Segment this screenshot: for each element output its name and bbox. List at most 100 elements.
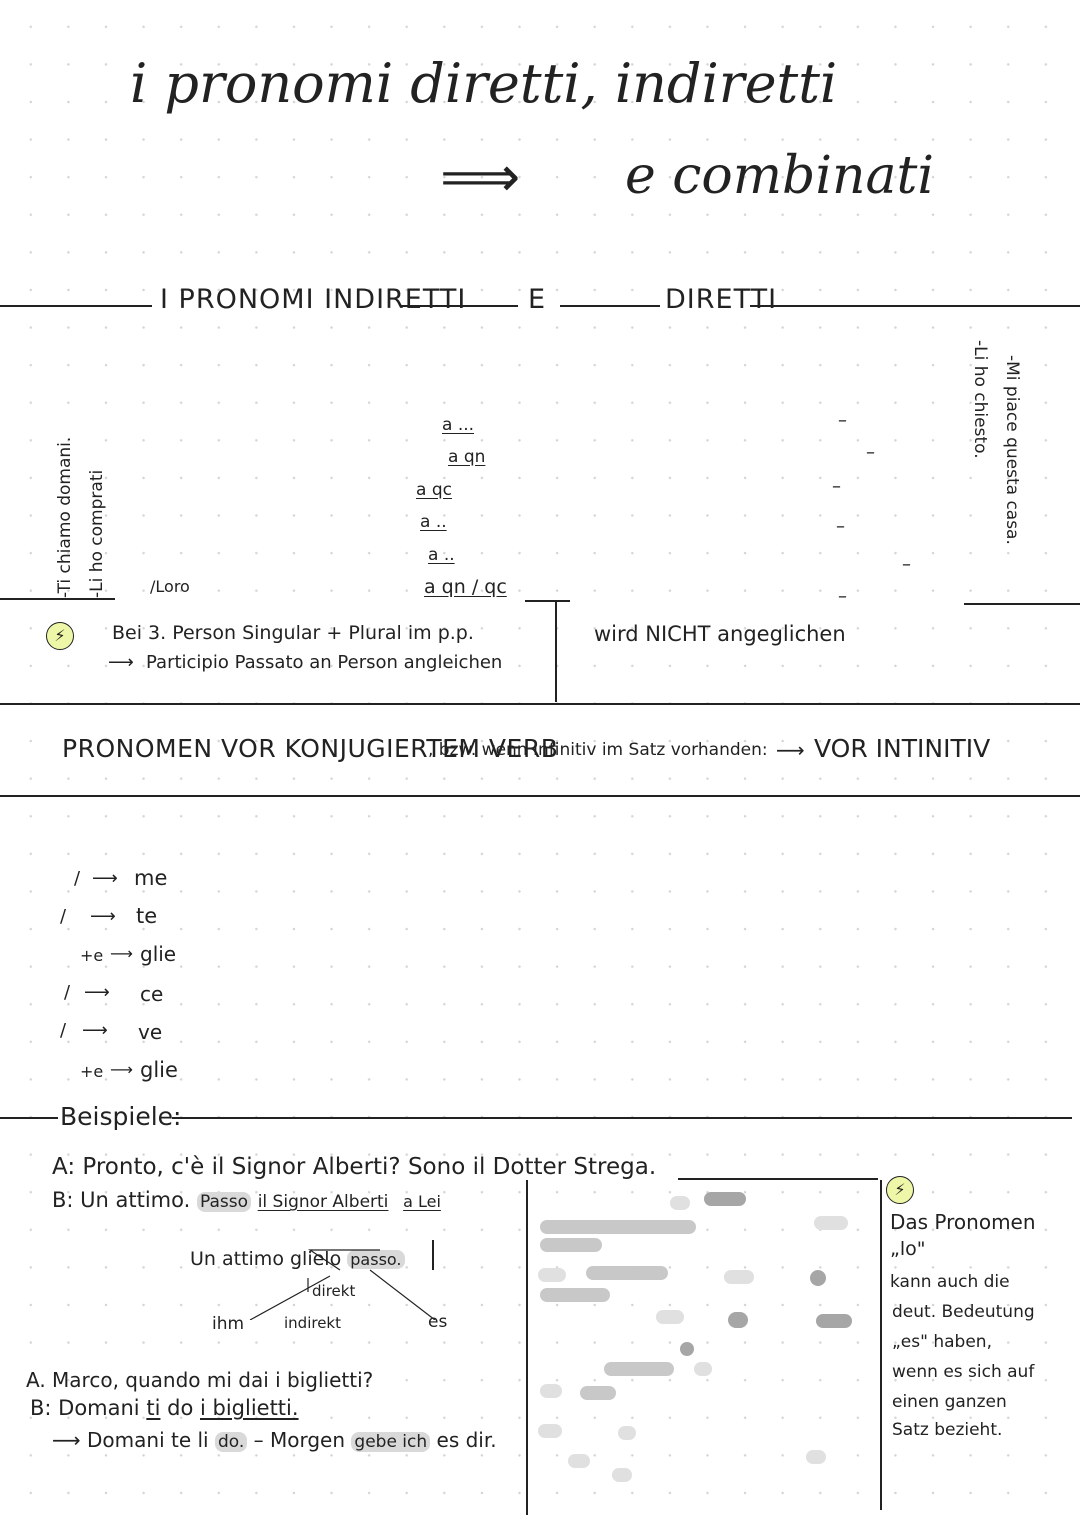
- combined-to: ve: [138, 1020, 163, 1044]
- divider: [964, 603, 1080, 605]
- side-note-line: Satz bezieht.: [892, 1420, 1003, 1440]
- example-a1: A: Pronto, c'è il Signor Alberti? Sono i…: [52, 1154, 657, 1180]
- side-note-line: „lo": [890, 1238, 926, 1260]
- direct-dash: –: [832, 476, 841, 497]
- note-arrow-icon: ⟶: [108, 652, 134, 673]
- indirect-form: a ..: [420, 512, 447, 532]
- combo-passo: passo.: [347, 1250, 405, 1269]
- page-title: i pronomi diretti, indiretti: [130, 52, 838, 115]
- rotated-example-left-2: -Li ho comprati: [87, 469, 107, 598]
- divider: [0, 305, 152, 307]
- examples-heading: Beispiele:: [60, 1102, 182, 1131]
- arrow-icon: ⟶: [52, 1428, 81, 1452]
- example-c2-mid: – Morgen: [253, 1428, 346, 1452]
- direct-dash: –: [902, 554, 911, 575]
- note-direct-not: wird NICHT angeglichen: [594, 622, 846, 646]
- divider: [560, 305, 660, 307]
- rule-end: VOR INTINITIV: [814, 734, 991, 763]
- rotated-example-right-2: -Li ho chiesto.: [970, 340, 990, 459]
- example-b2: B: Domani ti do i biglietti.: [30, 1396, 299, 1420]
- example-c2-pre: Domani te li: [87, 1428, 209, 1452]
- combined-arrow-icon: ⟶: [92, 868, 118, 889]
- rotated-example-right-1: -Mi piace questa casa.: [1002, 355, 1022, 545]
- combo-example: Un attimo glielo passo.: [190, 1248, 405, 1270]
- side-note-line: Das Pronomen: [890, 1210, 1036, 1234]
- divider: [0, 598, 115, 600]
- example-c2-end: es dir.: [436, 1428, 497, 1452]
- side-note-line: deut. Bedeutung: [892, 1302, 1035, 1322]
- lightning-icon: ⚡: [46, 622, 74, 650]
- label-ihm: ihm: [212, 1314, 245, 1334]
- lightning-icon: ⚡: [886, 1176, 914, 1204]
- header-indirect: I PRONOMI INDIRETTI: [160, 284, 467, 315]
- box-right-line: [880, 1180, 882, 1510]
- example-b1-lei: a Lei: [403, 1192, 441, 1211]
- example-b1: B: Un attimo. Passo il Signor Alberti a …: [52, 1188, 441, 1212]
- indirect-form: a ...: [442, 415, 475, 435]
- header-direct: DIRETTI: [665, 284, 778, 315]
- divider: [0, 703, 1080, 705]
- direct-dash: –: [836, 516, 845, 537]
- example-b2-obj: i biglietti.: [199, 1396, 299, 1420]
- note-participio: Participio Passato an Person angleichen: [146, 652, 503, 673]
- combined-arrow-icon: ⟶: [90, 906, 116, 927]
- direct-dash: –: [866, 442, 875, 463]
- combined-to: glie: [140, 1058, 178, 1082]
- indirect-form: a qn / qc: [424, 576, 507, 598]
- example-b2-pre: B: Domani: [30, 1396, 140, 1420]
- title-arrow-icon: ⟹: [440, 145, 521, 210]
- divider: [750, 305, 1080, 307]
- combined-to: glie: [140, 942, 177, 966]
- rotated-example-left-1: -Ti chiamo domani.: [55, 436, 75, 598]
- indirect-form: a qc: [416, 480, 452, 500]
- combined-from: +e: [80, 946, 104, 965]
- combined-from: /: [60, 1020, 67, 1041]
- combined-from: /: [60, 906, 67, 927]
- example-c2-do: do.: [214, 1432, 248, 1452]
- header-e: E: [528, 284, 546, 315]
- divider: [678, 1178, 878, 1180]
- side-note-line: wenn es sich auf: [892, 1362, 1035, 1382]
- table-divider: [555, 600, 557, 702]
- box-left-line: [526, 1180, 528, 1515]
- combo-pre: Un attimo: [190, 1248, 284, 1270]
- loro-label: /Loro: [150, 577, 190, 596]
- indirect-form: a qn: [448, 447, 486, 467]
- example-b1-obj: il Signor Alberti: [257, 1192, 389, 1212]
- combo-glielo: glielo: [290, 1248, 342, 1270]
- combined-to: ce: [140, 982, 164, 1006]
- example-a2: A. Marco, quando mi dai i biglietti?: [26, 1368, 374, 1392]
- label-indirekt: indirekt: [284, 1314, 341, 1332]
- combined-from: /: [74, 868, 81, 889]
- combined-from: +e: [80, 1062, 104, 1081]
- label-direkt: direkt: [312, 1282, 356, 1300]
- label-es: es: [428, 1312, 448, 1332]
- side-note-line: kann auch die: [890, 1272, 1010, 1292]
- page-subtitle: e combinati: [625, 146, 934, 206]
- table-top-line: [525, 600, 570, 602]
- example-b2-ti: ti: [146, 1396, 161, 1420]
- combo-arrows: [249, 1249, 436, 1320]
- rule-main: PRONOMEN VOR KONJUGIERTEM VERB: [62, 734, 559, 763]
- example-b2-do: do: [167, 1396, 194, 1420]
- combined-arrow-icon: ⟶: [82, 1020, 108, 1041]
- side-note-line: „es" haben,: [892, 1332, 992, 1352]
- combined-arrow-icon: ⟶: [84, 982, 110, 1003]
- divider: [432, 1240, 434, 1270]
- divider: [172, 1117, 1072, 1119]
- example-b1-pre: B: Un attimo.: [52, 1188, 191, 1212]
- example-c2: ⟶ Domani te li do. – Morgen gebe ich es …: [52, 1428, 497, 1452]
- direct-dash: –: [838, 586, 847, 607]
- divider: [400, 305, 518, 307]
- rule-arrow-icon: ⟶: [776, 738, 805, 762]
- combined-to: te: [136, 904, 158, 928]
- note-agreement: Bei 3. Person Singular + Plural im p.p.: [112, 622, 474, 644]
- divider: [0, 1117, 58, 1119]
- combined-to: me: [134, 866, 168, 890]
- side-note-line: einen ganzen: [892, 1392, 1007, 1412]
- rule-connector: , bzw. wenn Infinitiv im Satz vorhanden:: [428, 740, 768, 760]
- example-c2-gebe: gebe ich: [351, 1432, 431, 1452]
- indirect-form: a ..: [428, 545, 455, 565]
- combined-from: /: [64, 982, 71, 1003]
- highlight-passo: Passo: [196, 1192, 252, 1212]
